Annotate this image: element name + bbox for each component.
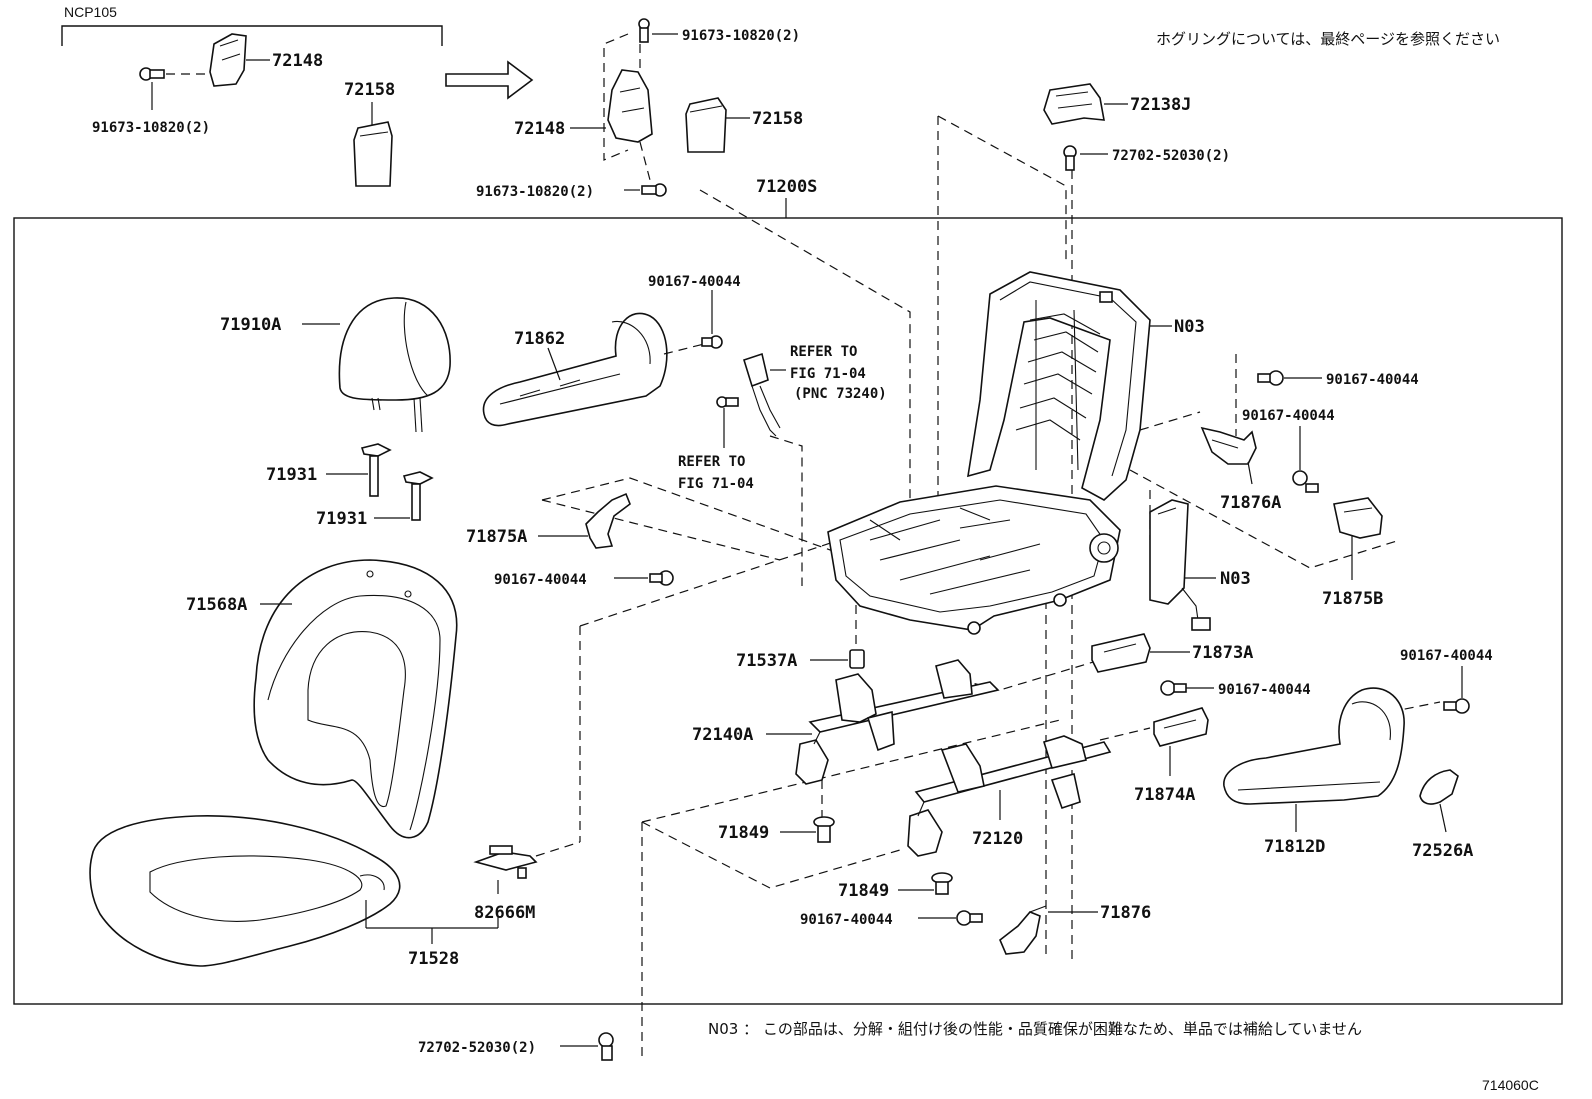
shield-71862: 71862	[482, 312, 705, 427]
bolt-91673-bottom: 91673-10820(2)	[476, 183, 667, 200]
model-code-label: NCP105	[64, 4, 117, 20]
label-90167-a[interactable]: 90167-40044	[648, 274, 741, 290]
refer-1-line3: (PNC 73240)	[794, 386, 887, 402]
bolt-91673-top: 91673-10820(2)	[638, 18, 800, 44]
label-71876[interactable]: 71876	[1100, 903, 1151, 923]
shield-71812d: 71812D	[1223, 687, 1405, 857]
refer-1-line1: REFER TO	[790, 344, 857, 360]
label-90167-b[interactable]: 90167-40044	[1326, 372, 1419, 388]
label-n03-frame[interactable]: N03	[1174, 317, 1205, 337]
bolt-90167-g: 90167-40044	[800, 910, 983, 928]
supply-note: N03 ： この部品は、分解・組付け後の性能・品質確保が困難なため、単品では補給…	[708, 1020, 1362, 1038]
cover-71875a: 71875A	[466, 492, 631, 549]
headrest-guide-71931-b: 71931	[316, 471, 434, 529]
label-72148-left[interactable]: 72148	[272, 51, 323, 71]
seat-rail-72140a: 72140A	[692, 659, 1000, 785]
arrow-icon	[445, 60, 534, 100]
cover-72158-center: 72158	[685, 97, 803, 153]
label-71812d[interactable]: 71812D	[1264, 837, 1325, 857]
hinge-72148-left: 72148	[209, 33, 323, 87]
bolt-91673-left: 91673-10820(2)	[92, 67, 210, 136]
label-90167-e[interactable]: 90167-40044	[1218, 682, 1311, 698]
label-n03-airbag[interactable]: N03	[1220, 569, 1251, 589]
label-90167-f[interactable]: 90167-40044	[1400, 648, 1493, 664]
hog-ring-note: ホグリングについては、最終ページを参照ください	[1156, 30, 1500, 48]
label-71875a[interactable]: 71875A	[466, 527, 527, 547]
label-72140a[interactable]: 72140A	[692, 725, 753, 745]
clip-82666m: 82666M	[473, 841, 581, 923]
bracket-71876: 71876	[999, 903, 1151, 955]
label-91673-bottom[interactable]: 91673-10820(2)	[476, 184, 594, 200]
seat-frame-n03: N03	[827, 271, 1205, 635]
label-72158-left[interactable]: 72158	[344, 80, 395, 100]
bolt-71849-a: 71849	[718, 816, 835, 843]
bolt-90167-b: 90167-40044	[1257, 370, 1419, 388]
bolt-90167-c: 90167-40044	[1242, 408, 1335, 493]
label-90167-d[interactable]: 90167-40044	[494, 572, 587, 588]
bolt-90167-d: 90167-40044	[494, 570, 674, 588]
refer-1-line2: FIG 71-04	[790, 366, 866, 382]
label-71931-b[interactable]: 71931	[316, 509, 367, 529]
bolt-90167-a: 90167-40044	[648, 274, 741, 349]
label-91673-left[interactable]: 91673-10820(2)	[92, 120, 210, 136]
label-90167-g[interactable]: 90167-40044	[800, 912, 893, 928]
label-71875b[interactable]: 71875B	[1322, 589, 1383, 609]
bolt-90167-e: 90167-40044	[1160, 680, 1311, 698]
label-71200s[interactable]: 71200S	[756, 177, 817, 197]
seat-rail-72120: 72120	[907, 735, 1112, 857]
label-71876a[interactable]: 71876A	[1220, 493, 1281, 513]
label-72158-center[interactable]: 72158	[752, 109, 803, 129]
headrest-71910a: 71910A	[220, 297, 451, 433]
refer-2-line1: REFER TO	[678, 454, 745, 470]
label-71874a[interactable]: 71874A	[1134, 785, 1195, 805]
label-72138j[interactable]: 72138J	[1130, 95, 1191, 115]
cushion-71537a: 71537A	[736, 649, 865, 671]
label-72148-center[interactable]: 72148	[514, 119, 565, 139]
figure-code: 714060C	[1482, 1077, 1539, 1093]
hinge-72148-center: 72148	[514, 33, 653, 181]
ncp105-bracket-group: NCP105	[61, 4, 443, 46]
refer-2-line2: FIG 71-04	[678, 476, 754, 492]
side-airbag-n03: N03	[1149, 499, 1251, 631]
label-71910a[interactable]: 71910A	[220, 315, 281, 335]
cover-72158-left: 72158	[344, 80, 395, 187]
seatbelt-buckle: REFER TO FIG 71-04 (PNC 73240) REFER TO …	[678, 344, 887, 492]
label-82666m[interactable]: 82666M	[474, 903, 535, 923]
bolt-71849-b: 71849	[838, 872, 953, 901]
label-71849-a[interactable]: 71849	[718, 823, 769, 843]
seat-cushion-71528: 71528	[89, 815, 499, 969]
label-91673-top[interactable]: 91673-10820(2)	[682, 28, 800, 44]
assembly-frame	[13, 217, 1563, 1005]
headrest-guide-71931-a: 71931	[266, 443, 392, 497]
label-71931-a[interactable]: 71931	[266, 465, 317, 485]
cover-71875b: 71875B	[1322, 497, 1383, 609]
bracket-71876a: 71876A	[1200, 426, 1281, 513]
cover-71874a: 71874A	[1134, 707, 1209, 805]
cover-72138j: 72138J	[1043, 83, 1191, 125]
label-72120[interactable]: 72120	[972, 829, 1023, 849]
label-72702-top[interactable]: 72702-52030(2)	[1112, 148, 1230, 164]
label-72526a[interactable]: 72526A	[1412, 841, 1473, 861]
bolt-72702-top: 72702-52030(2)	[1063, 145, 1230, 171]
seatback-cover-71568a: 71568A	[186, 559, 458, 839]
label-72702-bottom[interactable]: 72702-52030(2)	[418, 1040, 536, 1056]
label-71873a[interactable]: 71873A	[1192, 643, 1253, 663]
knob-72526a: 72526A	[1412, 769, 1473, 861]
label-71537a[interactable]: 71537A	[736, 651, 797, 671]
label-71528[interactable]: 71528	[408, 949, 459, 969]
bolt-72702-bottom: 72702-52030(2)	[418, 1032, 614, 1061]
label-71862[interactable]: 71862	[514, 329, 565, 349]
label-71849-b[interactable]: 71849	[838, 881, 889, 901]
label-71568a[interactable]: 71568A	[186, 595, 247, 615]
cover-71873a: 71873A	[1091, 633, 1253, 673]
bolt-90167-f: 90167-40044	[1400, 648, 1493, 714]
label-90167-c[interactable]: 90167-40044	[1242, 408, 1335, 424]
